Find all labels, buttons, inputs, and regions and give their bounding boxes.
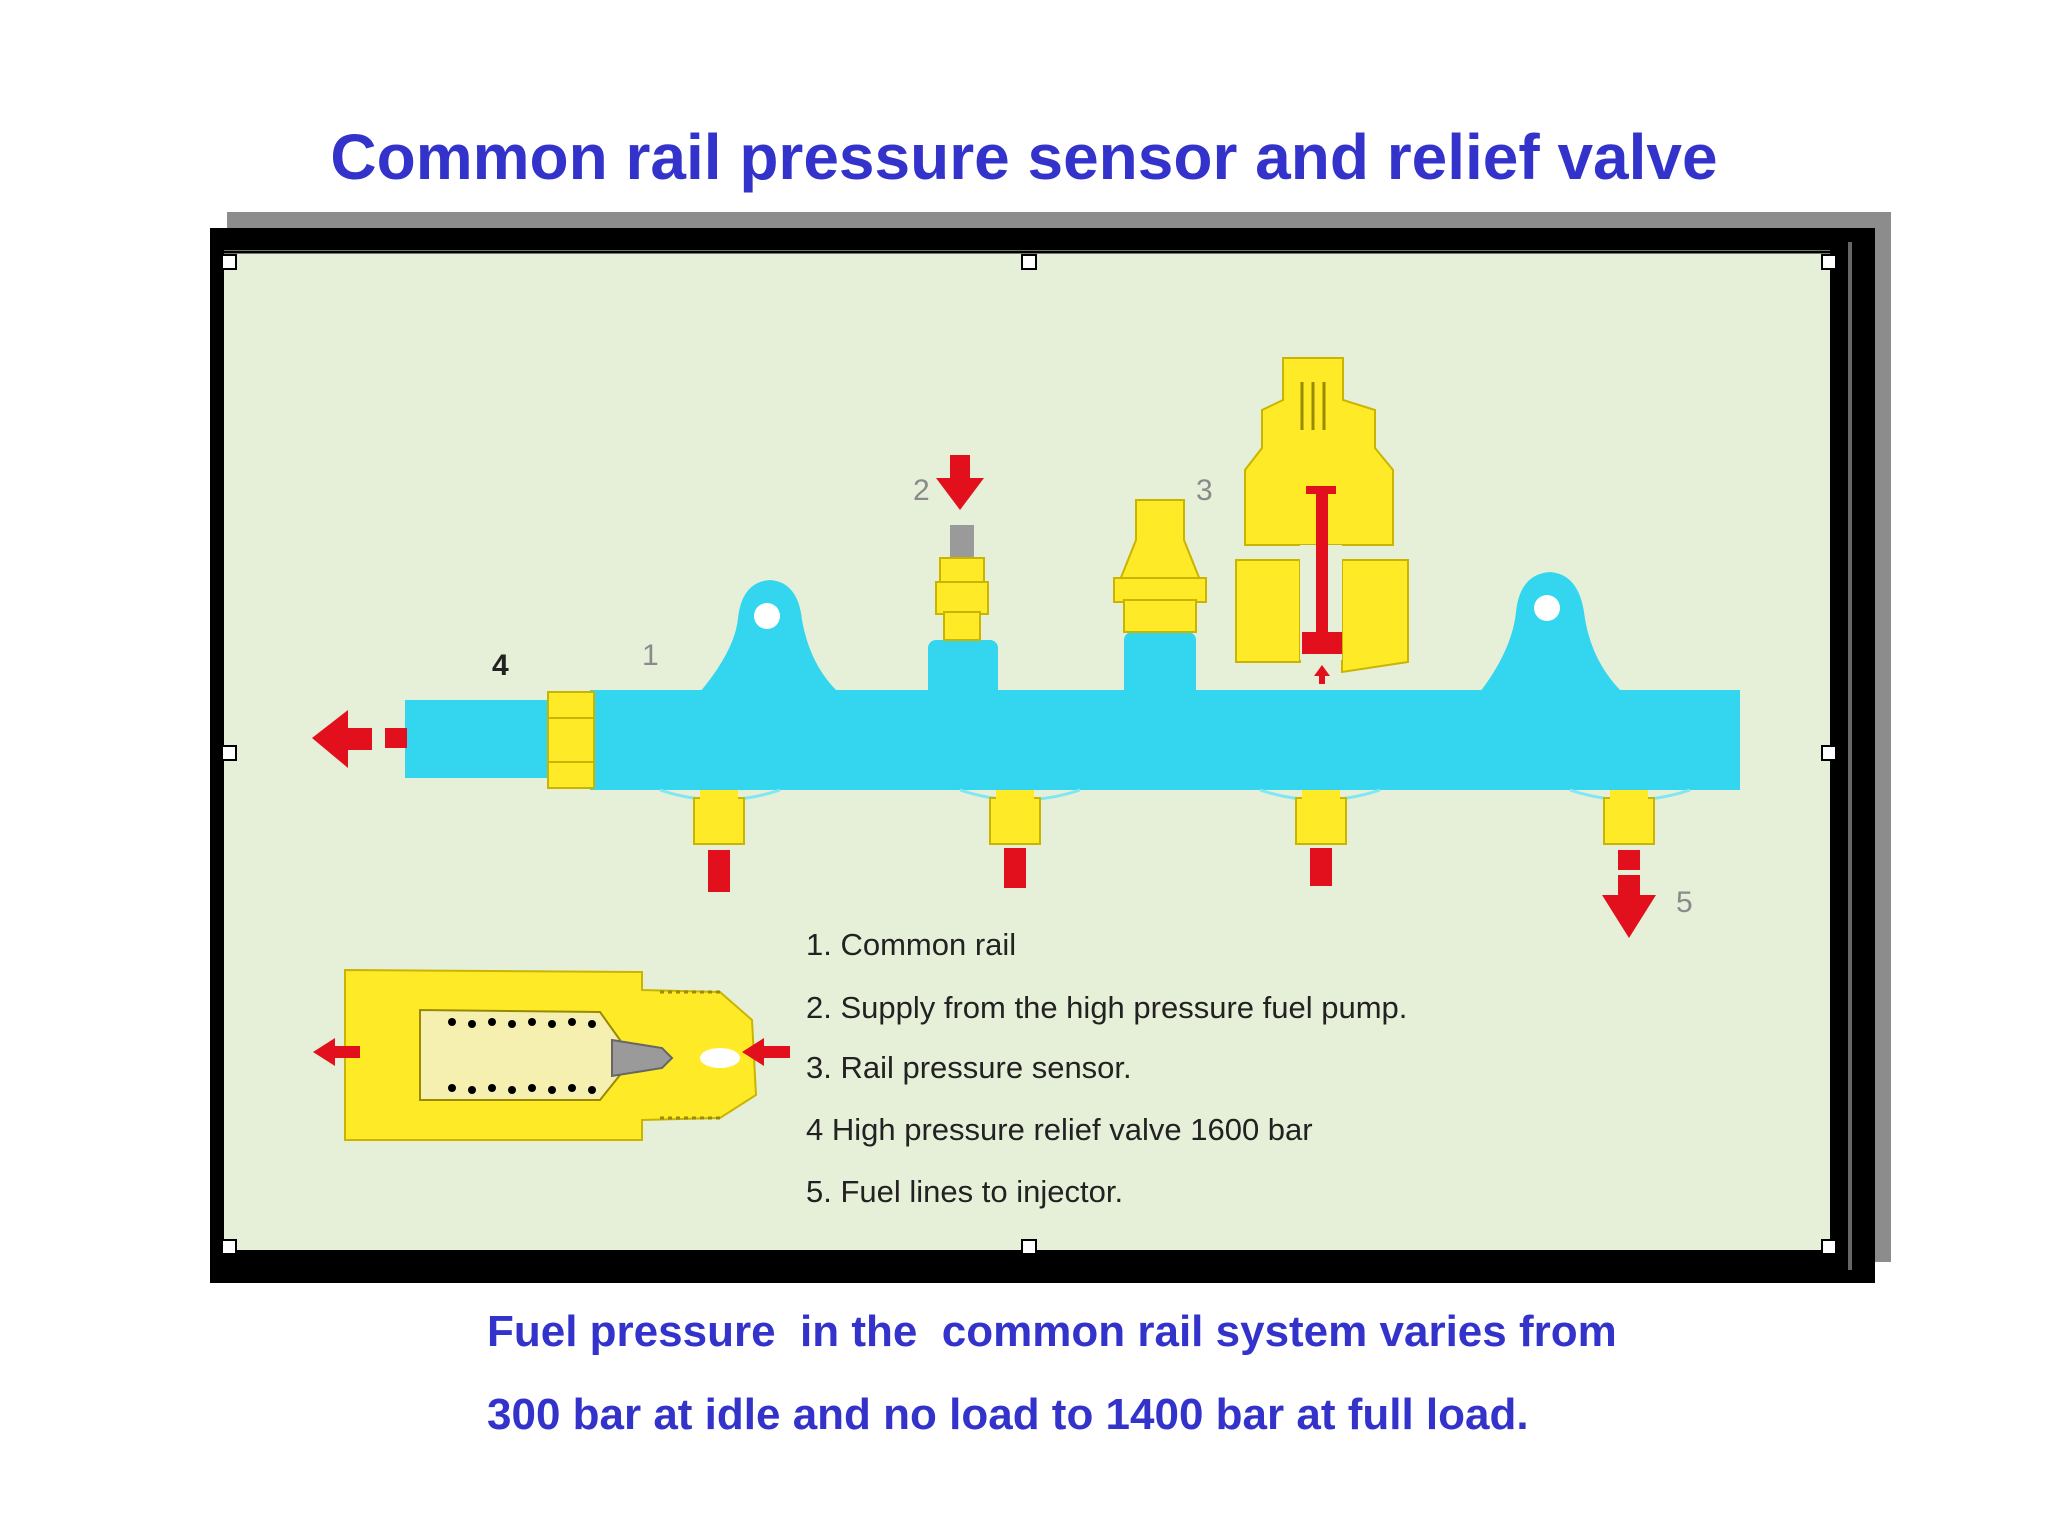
diagram-legend: 1. Common rail 2. Supply from the high p…: [806, 927, 1407, 1209]
callout-1: 1: [642, 639, 659, 672]
callout-5: 5: [1676, 886, 1693, 919]
selection-handles[interactable]: [221, 254, 1837, 1255]
relief-valve-plunger: [1302, 486, 1342, 684]
injector-outlet-4: [1602, 790, 1656, 938]
rail-pressure-sensor: [1113, 499, 1207, 633]
legend-item: 4 High pressure relief valve 1600 bar: [806, 1112, 1313, 1147]
legend-item: 5. Fuel lines to injector.: [806, 1174, 1123, 1209]
supply-arrow: [936, 455, 984, 510]
caption-line-1: Fuel pressure in the common rail system …: [487, 1307, 1617, 1356]
injector-outlet-2: [989, 790, 1041, 888]
mounting-bracket-left: [700, 580, 838, 692]
common-rail-body: [590, 690, 1740, 790]
legend-item: 3. Rail pressure sensor.: [806, 1050, 1132, 1085]
callout-4: 4: [492, 649, 509, 682]
common-rail-tube: [405, 700, 555, 778]
mounting-bracket-right: [1480, 572, 1622, 692]
bracket-hole-right: [1534, 595, 1560, 621]
legend-item: 1. Common rail: [806, 927, 1016, 962]
legend-item: 2. Supply from the high pressure fuel pu…: [806, 990, 1407, 1025]
relief-valve-nut: [547, 691, 595, 789]
callout-2: 2: [913, 474, 930, 507]
inset-outlet-arrow: [313, 1038, 360, 1066]
injector-outlet-3: [1295, 790, 1347, 886]
relief-valve-cross-section: [313, 968, 790, 1141]
injector-outlet-1: [693, 790, 745, 892]
caption-line-2: 300 bar at idle and no load to 1400 bar …: [487, 1390, 1529, 1439]
supply-fitting: [935, 525, 989, 641]
return-arrow-left: [312, 710, 407, 768]
bracket-hole-left: [754, 603, 780, 629]
callout-3: 3: [1196, 474, 1213, 507]
inset-inlet-arrow: [742, 1038, 790, 1066]
slide-title: Common rail pressure sensor and relief v…: [330, 121, 1718, 193]
